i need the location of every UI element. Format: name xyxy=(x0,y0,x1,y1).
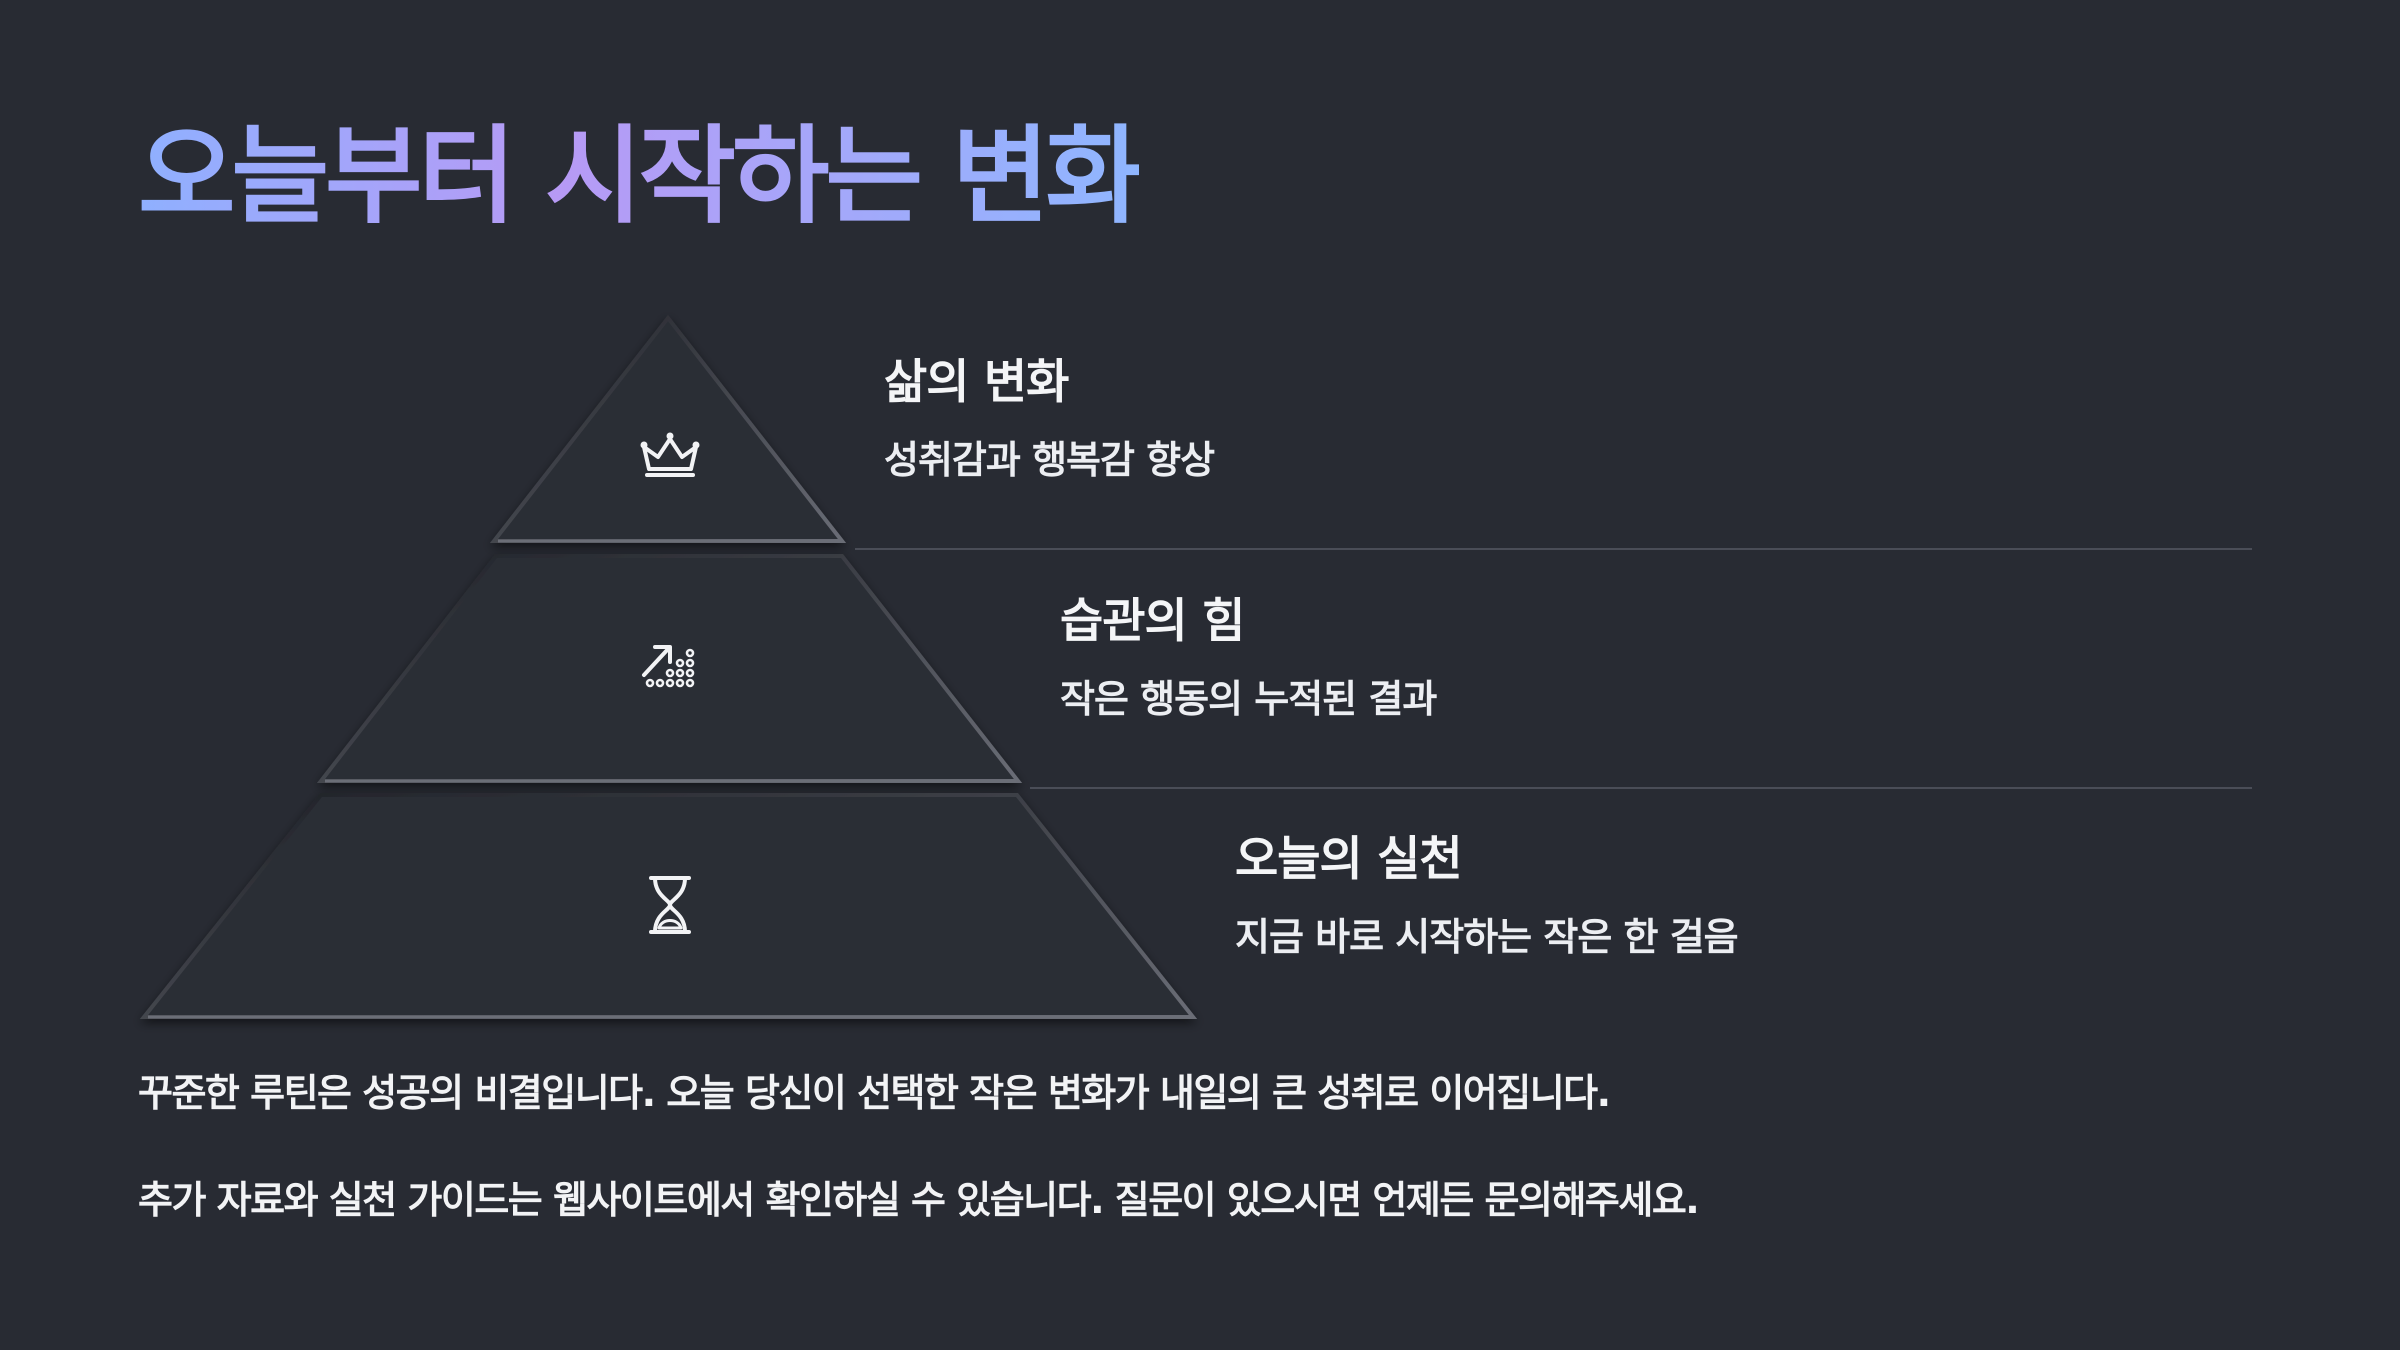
level-middle-text: 습관의 힘 작은 행동의 누적된 결과 xyxy=(1060,592,1437,724)
level-description: 지금 바로 시작하는 작은 한 걸음 xyxy=(1235,915,1739,959)
body-paragraph-1: 꾸준한 루틴은 성공의 비결입니다. 오늘 당신이 선택한 작은 변화가 내일의… xyxy=(138,1071,1611,1115)
level-heading: 습관의 힘 xyxy=(1060,594,1245,649)
growth-arrow-icon xyxy=(642,645,695,688)
crown-icon xyxy=(640,432,700,477)
page-title: 오늘부터 시작하는 변화 xyxy=(138,112,1143,242)
pyramid-tier-middle xyxy=(316,554,1023,783)
hourglass-icon xyxy=(649,876,691,934)
level-description: 성취감과 행복감 향상 xyxy=(884,438,1215,482)
divider-top xyxy=(855,548,2252,550)
level-bottom-text: 오늘의 실천 지금 바로 시작하는 작은 한 걸음 xyxy=(1235,830,1739,962)
body-paragraph-2: 추가 자료와 실천 가이드는 웹사이트에서 확인하실 수 있습니다. 질문이 있… xyxy=(138,1178,1700,1222)
level-top-text: 삶의 변화 성취감과 행복감 향상 xyxy=(884,353,1215,485)
level-heading: 오늘의 실천 xyxy=(1235,832,1463,887)
level-description: 작은 행동의 누적된 결과 xyxy=(1060,677,1437,721)
level-heading: 삶의 변화 xyxy=(884,355,1069,410)
divider-middle xyxy=(1030,787,2252,789)
